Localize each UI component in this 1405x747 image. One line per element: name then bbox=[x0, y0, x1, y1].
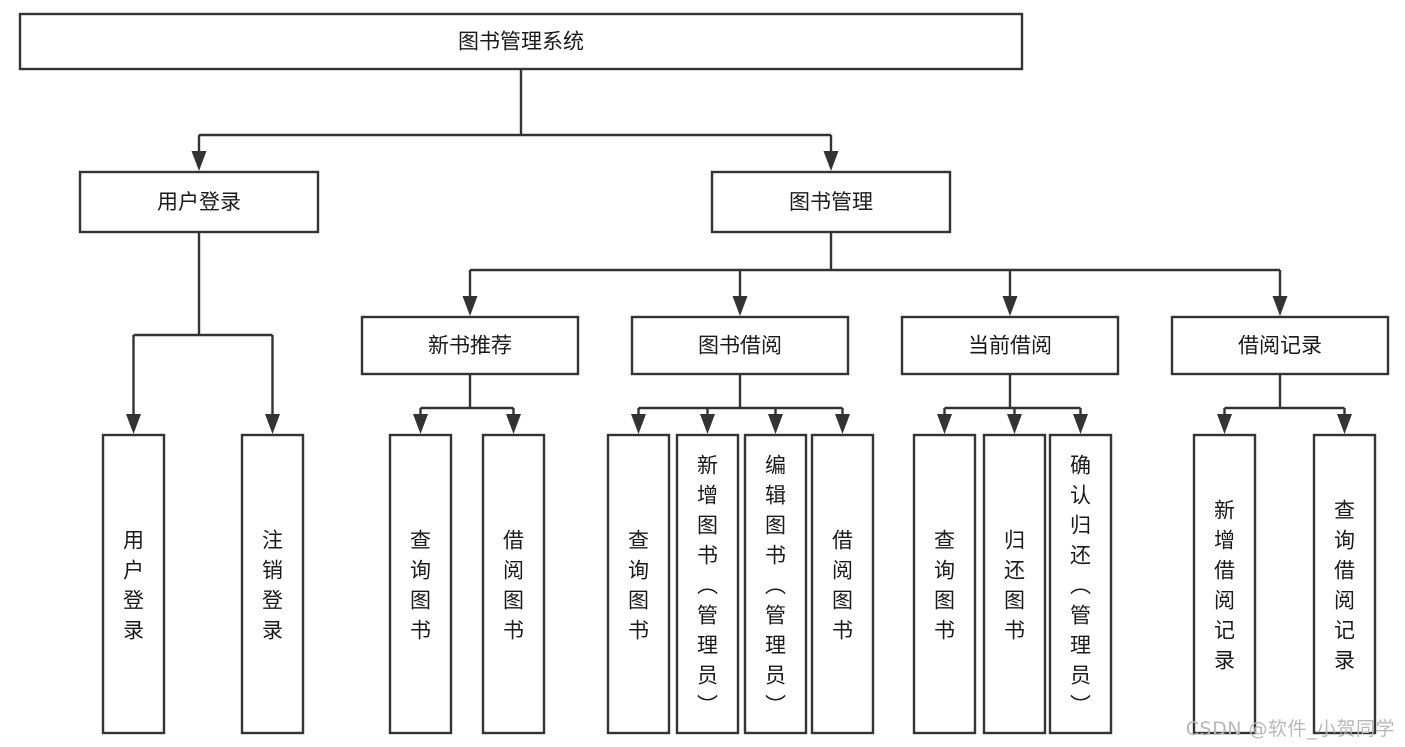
node-label: 查询图书 bbox=[410, 528, 431, 642]
node-label: 借阅记录 bbox=[1238, 334, 1322, 358]
edge-group-borrow-record bbox=[1217, 374, 1352, 434]
node-leaf-query-book-2[interactable]: 查询图书 bbox=[606, 433, 671, 735]
arrow-head-icon bbox=[1002, 296, 1018, 316]
node-label: 确认归还︵管理员︶ bbox=[1070, 453, 1091, 717]
node-box bbox=[240, 433, 305, 735]
node-label: 当前借阅 bbox=[968, 334, 1052, 358]
node-book-borrow[interactable]: 图书借阅 bbox=[630, 315, 850, 376]
arrow-head-icon bbox=[506, 414, 521, 434]
node-leaf-borrow-book-1[interactable]: 借阅图书 bbox=[481, 433, 546, 735]
node-label: 用户登录 bbox=[157, 190, 241, 214]
node-book-manage[interactable]: 图书管理 bbox=[710, 170, 952, 234]
node-label: 查询图书 bbox=[628, 528, 649, 642]
edge-group-book-borrow bbox=[631, 374, 850, 434]
node-label: 用户登录 bbox=[123, 528, 144, 642]
node-label: 图书管理系统 bbox=[458, 30, 584, 54]
arrow-head-icon bbox=[1272, 296, 1288, 316]
arrow-head-icon bbox=[462, 296, 478, 316]
node-leaf-user-logout[interactable]: 注销登录 bbox=[240, 433, 305, 735]
nodes-layer: 图书管理系统用户登录图书管理新书推荐图书借阅当前借阅借阅记录用户登录注销登录查询… bbox=[18, 12, 1390, 735]
edge-group-root bbox=[191, 69, 839, 171]
node-box bbox=[1170, 315, 1390, 376]
arrow-head-icon bbox=[1073, 414, 1088, 434]
node-box bbox=[481, 433, 546, 735]
arrow-head-icon bbox=[700, 414, 715, 434]
edge-group-new-book-rec bbox=[413, 374, 521, 434]
arrow-head-icon bbox=[1337, 414, 1352, 434]
node-box bbox=[982, 433, 1047, 735]
node-box bbox=[912, 433, 977, 735]
node-label: 新增借阅记录 bbox=[1214, 498, 1235, 672]
arrow-head-icon bbox=[732, 296, 748, 316]
node-label: 注销登录 bbox=[262, 528, 283, 642]
node-label: 查询借阅记录 bbox=[1334, 498, 1355, 672]
node-box bbox=[675, 433, 740, 735]
arrow-head-icon bbox=[1217, 414, 1232, 434]
arrow-head-icon bbox=[413, 414, 428, 434]
node-label: 编辑图书︵管理员︶ bbox=[765, 453, 786, 717]
node-leaf-confirm-return[interactable]: 确认归还︵管理员︶ bbox=[1048, 433, 1113, 735]
node-leaf-query-book-3[interactable]: 查询图书 bbox=[912, 433, 977, 735]
edges-layer bbox=[126, 69, 1352, 434]
node-box bbox=[388, 433, 453, 735]
node-leaf-return-book[interactable]: 归还图书 bbox=[982, 433, 1047, 735]
edge-group-current-borrow bbox=[937, 374, 1088, 434]
node-label: 图书管理 bbox=[789, 190, 873, 214]
node-leaf-edit-book[interactable]: 编辑图书︵管理员︶ bbox=[743, 433, 808, 735]
arrow-head-icon bbox=[1007, 414, 1022, 434]
node-box bbox=[630, 315, 850, 376]
node-label: 归还图书 bbox=[1004, 528, 1025, 642]
node-root[interactable]: 图书管理系统 bbox=[18, 12, 1024, 71]
node-new-book-rec[interactable]: 新书推荐 bbox=[360, 315, 580, 376]
node-leaf-user-login[interactable]: 用户登录 bbox=[101, 433, 166, 735]
node-box bbox=[1312, 433, 1377, 735]
node-leaf-add-record[interactable]: 新增借阅记录 bbox=[1192, 433, 1257, 735]
node-box bbox=[710, 170, 952, 234]
arrow-head-icon bbox=[768, 414, 783, 434]
arrow-head-icon bbox=[631, 414, 646, 434]
node-label: 借阅图书 bbox=[503, 528, 524, 642]
node-user-login[interactable]: 用户登录 bbox=[78, 170, 320, 234]
node-leaf-add-book[interactable]: 新增图书︵管理员︶ bbox=[675, 433, 740, 735]
node-box bbox=[1192, 433, 1257, 735]
node-box bbox=[360, 315, 580, 376]
edge-group-user-login bbox=[126, 232, 280, 434]
node-leaf-query-book-1[interactable]: 查询图书 bbox=[388, 433, 453, 735]
edge-group-book-manage bbox=[462, 232, 1288, 316]
arrow-head-icon bbox=[823, 151, 839, 171]
node-current-borrow[interactable]: 当前借阅 bbox=[900, 315, 1120, 376]
node-box bbox=[743, 433, 808, 735]
node-label: 借阅图书 bbox=[832, 528, 853, 642]
csdn-watermark: CSDN @软件_小贺同学 bbox=[1185, 718, 1395, 740]
node-box bbox=[101, 433, 166, 735]
node-box bbox=[78, 170, 320, 234]
node-box bbox=[606, 433, 671, 735]
node-borrow-record[interactable]: 借阅记录 bbox=[1170, 315, 1390, 376]
node-box bbox=[810, 433, 875, 735]
node-label: 新增图书︵管理员︶ bbox=[697, 453, 718, 717]
node-leaf-query-record[interactable]: 查询借阅记录 bbox=[1312, 433, 1377, 735]
arrow-head-icon bbox=[191, 151, 207, 171]
arrow-head-icon bbox=[835, 414, 850, 434]
node-label: 新书推荐 bbox=[428, 334, 512, 358]
arrow-head-icon bbox=[265, 414, 280, 434]
arrow-head-icon bbox=[937, 414, 952, 434]
node-box bbox=[900, 315, 1120, 376]
node-leaf-borrow-book-2[interactable]: 借阅图书 bbox=[810, 433, 875, 735]
node-label: 图书借阅 bbox=[698, 334, 782, 358]
arrow-head-icon bbox=[126, 414, 141, 434]
node-label: 查询图书 bbox=[934, 528, 955, 642]
node-box bbox=[18, 12, 1024, 71]
node-box bbox=[1048, 433, 1113, 735]
